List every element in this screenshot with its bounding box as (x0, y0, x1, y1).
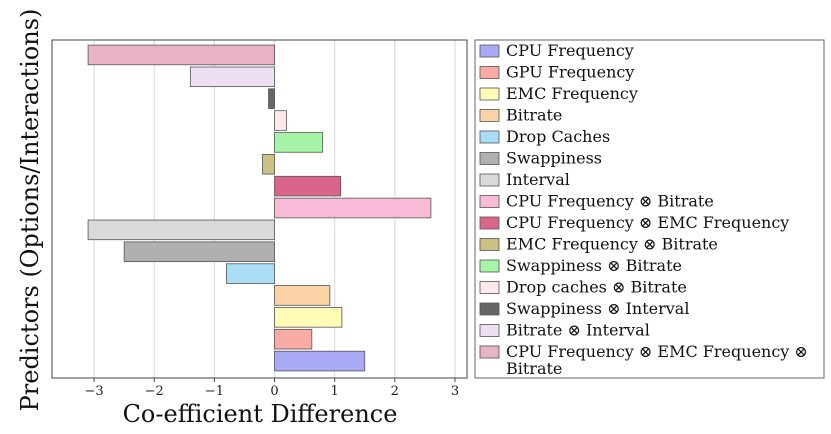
legend-label: CPU Frequency ⊗ EMC Frequency ⊗ Bitrate (506, 342, 813, 378)
legend-swatch (479, 345, 500, 359)
legend-swatch (479, 324, 500, 337)
bar (189, 66, 275, 88)
legend-label: Bitrate (506, 106, 562, 125)
legend-swatch (479, 152, 500, 165)
legend-swatch (479, 238, 500, 251)
legend-label: EMC Frequency ⊗ Bitrate (506, 235, 718, 254)
bar (274, 328, 313, 350)
legend-label: Swappiness ⊗ Bitrate (506, 256, 682, 275)
legend-label: Swappiness ⊗ Interval (506, 299, 689, 318)
legend-swatch (479, 130, 500, 144)
legend-label: Drop Caches (506, 127, 610, 146)
bar (274, 350, 366, 372)
legend-label: EMC Frequency (506, 84, 638, 103)
x-tick-label: 1 (331, 384, 339, 399)
x-ticks: −3 −2 −1 0 1 2 3 (85, 378, 459, 399)
plot-frame (51, 39, 468, 379)
bar (274, 285, 331, 306)
x-tick-label: −1 (205, 384, 224, 399)
legend-swatch (479, 302, 500, 316)
legend-swatch (479, 44, 500, 58)
legend-label: Bitrate ⊗ Interval (506, 321, 650, 340)
bar (268, 88, 275, 109)
bar (274, 197, 432, 219)
legend-frame (474, 39, 825, 379)
legend-label: CPU Frequency ⊗ EMC Frequency (506, 213, 789, 232)
bar (274, 175, 342, 197)
bar (226, 263, 275, 284)
x-tick-label: 2 (391, 384, 399, 399)
bar (123, 241, 275, 262)
x-tick-label: −2 (145, 384, 164, 399)
x-tick-label: 3 (451, 384, 459, 399)
legend-swatch (479, 87, 500, 101)
bar (274, 307, 343, 328)
x-tick-label: 0 (270, 384, 278, 399)
bars (87, 44, 432, 372)
legend-label: GPU Frequency (506, 63, 634, 82)
legend-label: Interval (506, 170, 570, 189)
y-axis-label: Predictors (Options/Interactions) (16, 9, 44, 412)
legend-swatch (479, 281, 500, 294)
legend-label: Drop caches ⊗ Bitrate (506, 278, 687, 297)
legend-swatch (479, 109, 500, 122)
legend-swatch (479, 195, 500, 208)
x-tick-label: −3 (85, 384, 104, 399)
legend-swatch (479, 173, 500, 187)
bar (274, 110, 287, 131)
bar (274, 132, 324, 153)
legend-label: CPU Frequency ⊗ Bitrate (506, 192, 714, 211)
legend-swatch (479, 259, 500, 273)
bar (87, 219, 275, 241)
legend-swatch (479, 66, 500, 79)
legend-swatch (479, 216, 500, 230)
bar (262, 154, 275, 175)
x-axis-label: Co-efficient Difference (123, 400, 398, 428)
bar (87, 44, 275, 66)
legend-label: Swappiness (506, 149, 602, 168)
legend-label: CPU Frequency (506, 41, 634, 60)
